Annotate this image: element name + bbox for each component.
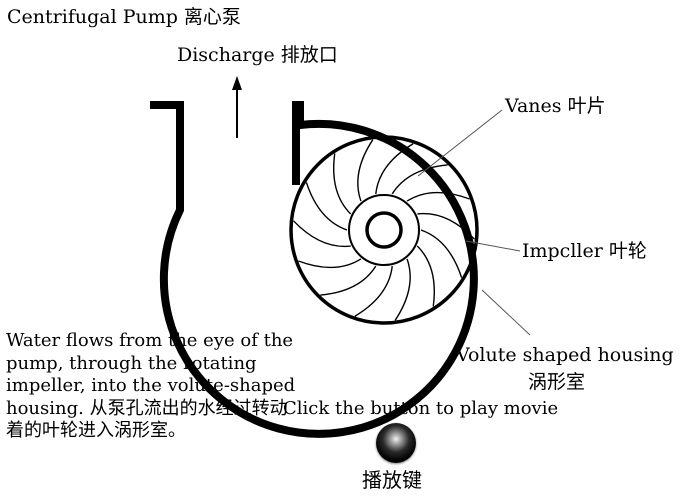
impeller-vane [406,191,470,202]
label-volute-en: Volute shaped housing [456,344,674,366]
label-vanes: Vanes 叶片 [505,95,606,117]
impeller-vane [420,229,463,278]
impeller-eye [365,211,403,249]
impeller-vane [354,265,393,317]
impeller-inner-ring [348,194,420,266]
impeller-vane [320,265,377,296]
diagram-title: Centrifugal Pump 离心泵 [7,6,241,28]
play-button-label[interactable]: 播放键 [362,468,422,492]
impeller-vane [333,153,352,215]
impeller-outer [289,135,479,325]
discharge-arrow [232,76,242,138]
label-volute-cn: 涡形室 [528,371,586,393]
label-discharge: Discharge 排放口 [177,44,338,66]
label-impeller: Impcller 叶轮 [522,240,647,262]
leader-volute [481,289,531,336]
impeller-vane [417,212,476,240]
impeller-vanes [292,139,476,321]
impeller-vane [357,139,374,202]
impeller-vane [391,164,448,195]
impeller-vane [394,258,411,321]
volute-housing [150,101,478,438]
leader-impeller [465,240,521,252]
play-button[interactable] [376,423,416,463]
impeller-vane [416,245,435,307]
impeller-vane [375,143,414,195]
impeller-vane [305,182,348,231]
description-text: Water flows from the eye of the pump, th… [6,330,296,441]
play-prompt: Click the button to play movie [283,398,559,419]
impeller-vane [298,258,362,269]
impeller-vane [292,220,351,248]
leader-vanes [417,109,503,177]
